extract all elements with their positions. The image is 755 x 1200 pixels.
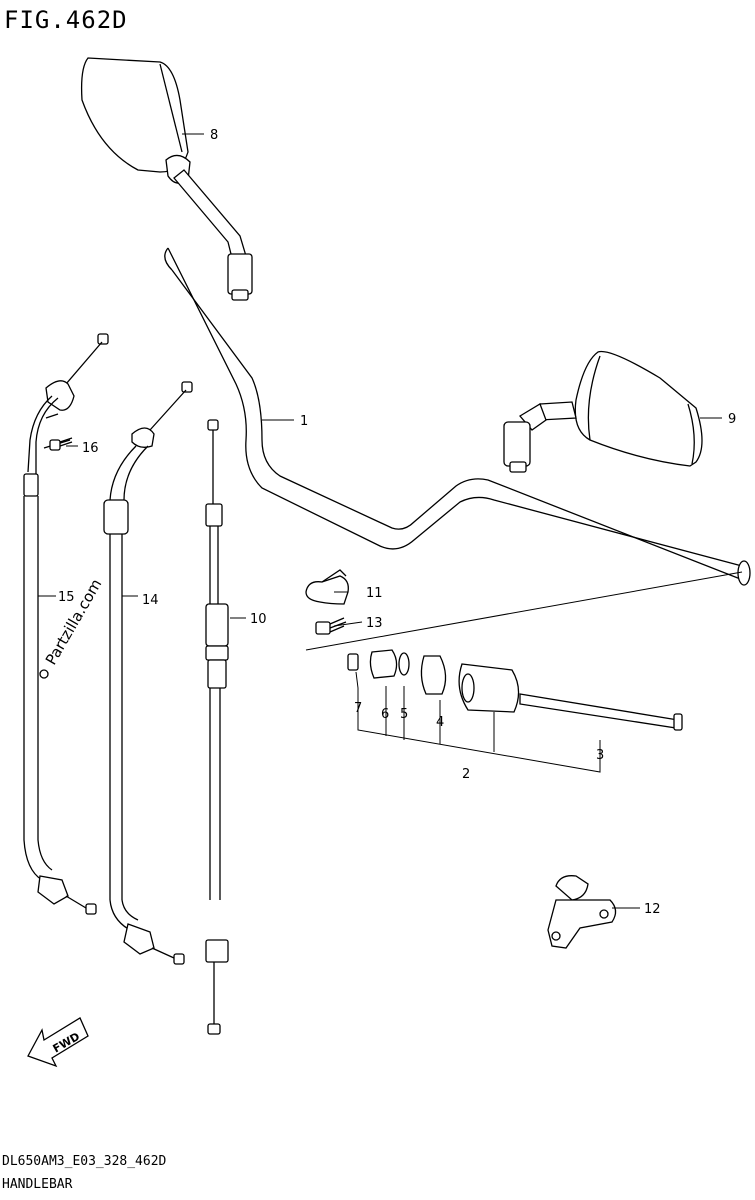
callout-5: 5: [400, 707, 408, 722]
leader-13: [333, 621, 363, 627]
watermark-dot: [39, 669, 49, 679]
figure-title: FIG.462D: [4, 6, 128, 34]
callout-10: 10: [250, 612, 267, 627]
callout-11: 11: [366, 586, 383, 601]
callout-6: 6: [381, 707, 389, 722]
callout-4: 4: [436, 715, 444, 730]
callout-1: 1: [300, 414, 308, 429]
right-mirror[interactable]: [503, 350, 703, 473]
callout-14: 14: [142, 593, 159, 608]
callout-8: 8: [210, 128, 218, 143]
assembly-leader: [305, 571, 743, 651]
callout-7: 7: [354, 701, 362, 716]
callout-3: 3: [596, 748, 604, 763]
callout-2: 2: [462, 767, 470, 782]
figure-caption: HANDLEBAR: [2, 1177, 73, 1192]
clutch-cable[interactable]: [205, 419, 229, 1035]
clamp-bolt[interactable]: [315, 617, 347, 635]
mirror-bracket[interactable]: [547, 875, 617, 949]
figure-code: DL650AM3_E03_328_462D: [2, 1154, 167, 1169]
bar-end-weight-assembly[interactable]: [347, 649, 683, 731]
clamp-clip[interactable]: [305, 569, 349, 605]
screw[interactable]: [49, 437, 73, 451]
handlebar[interactable]: [164, 247, 751, 586]
callout-15: 15: [58, 590, 75, 605]
callout-12: 12: [644, 902, 661, 917]
callout-13: 13: [366, 616, 383, 631]
left-mirror[interactable]: [80, 57, 253, 301]
callout-9: 9: [728, 412, 736, 427]
bracket-2-3: [357, 688, 601, 773]
callout-16: 16: [82, 441, 99, 456]
forward-arrow-icon: FWD: [27, 1017, 89, 1068]
throttle-cable-no1[interactable]: [23, 333, 109, 915]
throttle-cable-no2[interactable]: [103, 381, 193, 965]
leader-7: [355, 671, 359, 689]
